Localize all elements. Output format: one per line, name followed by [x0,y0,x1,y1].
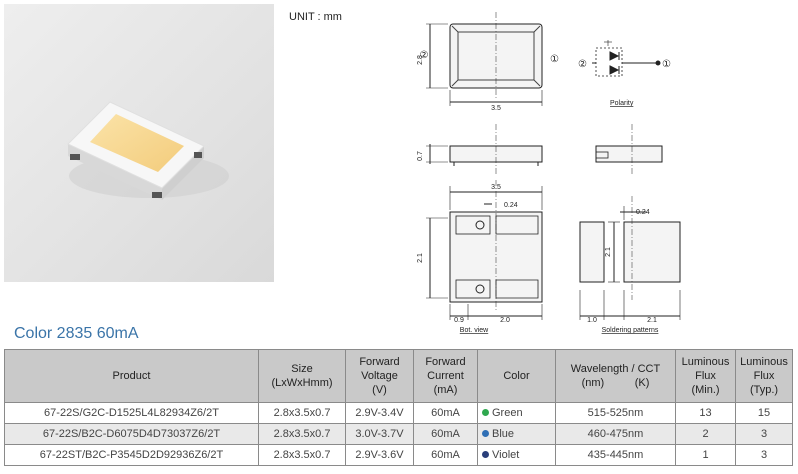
cell-wavelength: 515-525nm [555,402,676,424]
product-photo [4,4,274,282]
cell-wavelength: 460-475nm [555,423,676,445]
cell-current: 60mA [413,402,478,424]
cell-flux-min: 1 [675,444,736,466]
color-dot-icon [482,451,489,458]
cell-current: 60mA [413,444,478,466]
solder-gap-label: 0.24 [636,209,650,216]
color-dot-icon [482,430,489,437]
solder-height-label: 2.1 [605,247,612,257]
header-product: Product [4,349,259,403]
cell-color: Green [477,402,556,424]
solder-large-label: 2.1 [647,317,657,324]
cell-current: 60mA [413,423,478,445]
dim-bottom-width-label: 2.1 [417,253,424,263]
cell-size: 2.8x3.5x0.7 [258,423,346,445]
cell-voltage: 2.9V-3.4V [345,402,414,424]
cell-size: 2.8x3.5x0.7 [258,444,346,466]
cell-flux-min: 13 [675,402,736,424]
table-row: 67-22S/G2C-D1525L4L82934Z6/2T 2.8x3.5x0.… [4,402,793,424]
header-wavelength: Wavelength / CCT(nm) (K) [555,349,676,403]
header-size: Size(LxWxHmm) [258,349,346,403]
end-view [595,124,663,176]
dim-width-label: 2.8 [417,55,424,65]
dim-pad-large-label: 2.0 [500,317,510,324]
cell-product: 67-22S/B2C-D6075D4D73037Z6/2T [4,423,259,445]
dim-pad-gap-label: 0.24 [504,202,518,209]
cell-size: 2.8x3.5x0.7 [258,402,346,424]
bottom-view [426,180,543,320]
top-view [426,12,543,106]
unit-label: UNIT : mm [289,11,342,23]
section-title: Color 2835 60mA [14,325,139,342]
cell-wavelength: 435-445nm [555,444,676,466]
side-view [426,124,543,176]
soldering-pattern [579,196,681,320]
polarity-symbol [592,40,661,77]
technical-drawing: 2.8 3.5 ② ① ② ① Polarity 0.7 3.5 0.24 2.… [417,12,681,334]
dim-pad-small-label: 0.9 [454,317,464,324]
pin-2-label: ② [420,50,429,61]
cell-product: 67-22ST/B2C-P3545D2D92936Z6/2T [4,444,259,466]
cell-flux-typ: 15 [735,402,793,424]
cell-product: 67-22S/G2C-D1525L4L82934Z6/2T [4,402,259,424]
cell-voltage: 2.9V-3.6V [345,444,414,466]
dim-bottom-length-label: 3.5 [491,184,501,191]
table-row: 67-22ST/B2C-P3545D2D92936Z6/2T 2.8x3.5x0… [4,444,793,466]
cell-flux-typ: 3 [735,444,793,466]
color-dot-icon [482,409,489,416]
pin-1-label: ① [550,54,559,65]
polarity-pin-1-label: ① [662,59,671,70]
table-row: 67-22S/B2C-D6075D4D73037Z6/2T 2.8x3.5x0.… [4,423,793,445]
cell-color: Blue [477,423,556,445]
cell-voltage: 3.0V-3.7V [345,423,414,445]
led-package-image [67,101,229,200]
dim-height-label: 0.7 [417,151,424,161]
cell-color: Violet [477,444,556,466]
cell-flux-min: 2 [675,423,736,445]
header-color: Color [477,349,556,403]
polarity-label: Polarity [610,100,634,107]
soldering-label: Soldering patterns [602,327,659,334]
dim-length-label: 3.5 [491,105,501,112]
polarity-pin-2-label: ② [578,59,587,70]
bot-view-label: Bot. view [460,327,489,334]
cell-flux-typ: 3 [735,423,793,445]
solder-small-label: 1.0 [587,317,597,324]
